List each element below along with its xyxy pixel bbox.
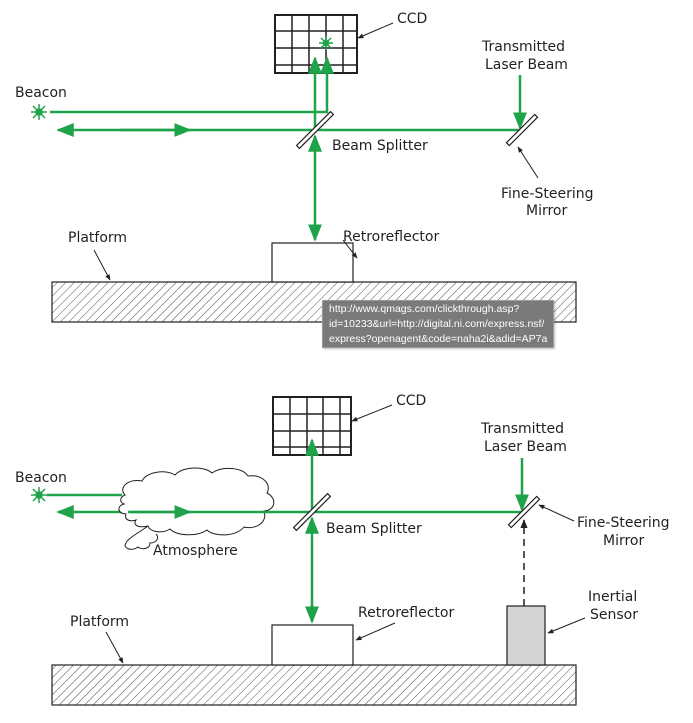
retroreflector-pointer-arrow-bottom bbox=[355, 622, 396, 641]
beams-bottom bbox=[47, 438, 529, 624]
beacon-label-bottom: Beacon bbox=[15, 470, 67, 486]
transmitted-laser-beam-label-line1: Transmitted bbox=[481, 39, 565, 55]
ccd-pointer-arrow bbox=[357, 22, 394, 39]
tooltip-line: id=10233&url=http://digital.ni.com/expre… bbox=[329, 318, 545, 330]
atmosphere-label: Atmosphere bbox=[153, 543, 238, 559]
fine-steering-mirror-bottom bbox=[507, 495, 541, 529]
platform-label: Platform bbox=[68, 230, 127, 246]
fine-steering-mirror-label-line2-bottom: Mirror bbox=[603, 533, 644, 549]
beacon-spot-on-ccd-icon bbox=[319, 36, 333, 50]
fsm-pointer-arrow-bottom bbox=[538, 504, 575, 522]
beam-splitter bbox=[295, 110, 335, 150]
beacon-beam bbox=[50, 56, 334, 114]
ccd-label: CCD bbox=[397, 11, 427, 27]
inertial-sensor-label-line1: Inertial bbox=[588, 589, 637, 605]
retroreflector-bottom bbox=[271, 624, 354, 666]
beam-splitter-label-bottom: Beam Splitter bbox=[326, 521, 422, 537]
retroreflector-label-arrow bbox=[342, 239, 358, 259]
ccd-sensor-grid-bottom bbox=[272, 396, 352, 456]
inertial-sensor-label-line2: Sensor bbox=[590, 607, 638, 623]
ccd-label-bottom: CCD bbox=[396, 393, 426, 409]
atmosphere-cloud bbox=[118, 467, 275, 550]
fsm-pointer-arrow bbox=[517, 146, 539, 179]
inertial-sensor bbox=[506, 605, 546, 666]
beam-splitter-label: Beam Splitter bbox=[332, 138, 428, 154]
fine-steering-mirror-label-line2: Mirror bbox=[526, 203, 567, 219]
beacon-label: Beacon bbox=[15, 85, 67, 101]
transmitted-laser-beam-label-line1-bottom: Transmitted bbox=[480, 421, 564, 437]
transmitted-laser-beam-label-line2-bottom: Laser Beam bbox=[484, 439, 567, 455]
fine-steering-mirror-label-line1-bottom: Fine-Steering bbox=[577, 515, 669, 531]
beam-splitter-bottom bbox=[292, 492, 332, 532]
fine-steering-mirror bbox=[505, 113, 539, 147]
transmitted-beam bbox=[56, 56, 527, 242]
tooltip-line: http://www.qmags.com/clickthrough.asp? bbox=[329, 303, 520, 315]
link-url-tooltip: http://www.qmags.com/clickthrough.asp? i… bbox=[322, 300, 554, 348]
platform-pointer-arrow bbox=[93, 249, 111, 281]
beacon-icon bbox=[31, 104, 47, 120]
platform-pointer-arrow-bottom bbox=[105, 631, 124, 664]
tooltip-line: express?openagent&code=naha2i&adid=AP7a bbox=[329, 333, 548, 345]
ccd-pointer-arrow-bottom bbox=[351, 404, 393, 422]
fine-steering-mirror-label-line1: Fine-Steering bbox=[501, 186, 593, 202]
bottom-diagram: CCD Beacon Atmosphere Beam Splitter bbox=[15, 393, 669, 706]
platform-bottom bbox=[51, 664, 577, 706]
platform-label-bottom: Platform bbox=[70, 614, 129, 630]
retroreflector-label-bottom: Retroreflector bbox=[358, 605, 454, 621]
beacon-icon-bottom bbox=[31, 487, 47, 503]
inertial-sensor-pointer-arrow bbox=[547, 617, 586, 634]
retroreflector-label: Retroreflector bbox=[343, 229, 439, 245]
transmitted-laser-beam-label-line2: Laser Beam bbox=[485, 57, 568, 73]
retroreflector bbox=[271, 242, 354, 283]
top-diagram: CCD Beacon Beam Splitter bbox=[15, 11, 593, 323]
